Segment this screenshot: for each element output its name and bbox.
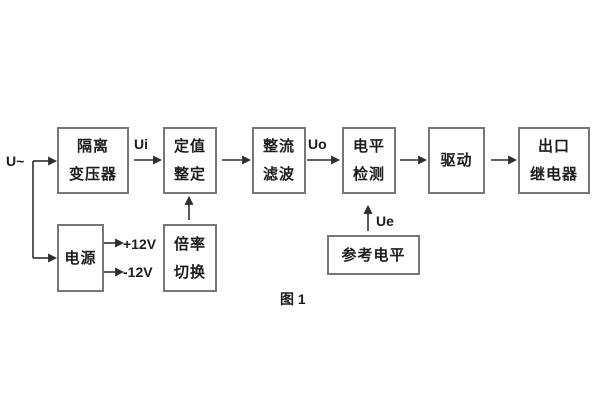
block-setpoint-adjust: 定值 整定 (163, 127, 217, 194)
block-rectifier-filter: 整流 滤波 (252, 127, 306, 194)
block-isolation-transformer: 隔离 变压器 (57, 127, 129, 194)
block-drive: 驱动 (428, 127, 485, 194)
block-level-detection: 电平 检测 (342, 127, 396, 194)
block-label: 滤波 (262, 166, 295, 183)
block-label: 倍率 (173, 235, 206, 253)
block-label: 电源 (64, 249, 97, 267)
block-power-supply: 电源 (57, 224, 104, 292)
block-label: 检测 (352, 166, 385, 183)
block-label: 整定 (173, 166, 206, 183)
block-ratio-switch: 倍率 切换 (163, 224, 217, 292)
block-reference-level: 参考电平 (327, 235, 420, 275)
block-output-relay: 出口 继电器 (518, 127, 590, 194)
block-label: 驱动 (440, 152, 473, 169)
block-label: 隔离 (76, 138, 109, 155)
rail-neg12-label: -12V (123, 264, 153, 280)
block-label: 变压器 (68, 166, 117, 183)
block-label: 参考电平 (341, 246, 406, 264)
block-label: 定值 (173, 138, 206, 155)
signal-ue-label: Ue (376, 213, 394, 229)
rail-pos12-label: +12V (123, 236, 157, 252)
figure-caption: 图 1 (280, 291, 306, 307)
block-label: 电平 (352, 138, 385, 155)
signal-ui-label: Ui (134, 136, 148, 152)
input-voltage-label: U~ (6, 153, 25, 169)
block-label: 继电器 (529, 166, 578, 183)
signal-uo-label: Uo (308, 136, 327, 152)
block-label: 切换 (173, 263, 206, 281)
block-label: 整流 (262, 138, 295, 155)
block-label: 出口 (537, 138, 570, 155)
